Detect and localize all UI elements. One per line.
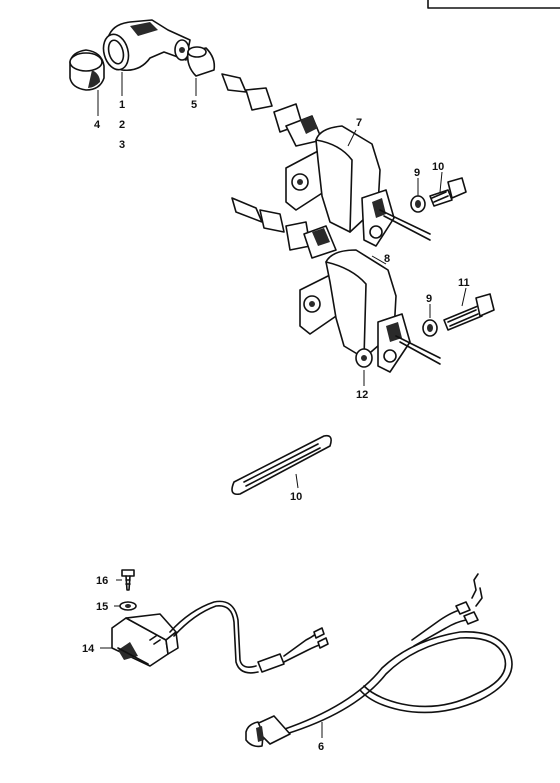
callout-13: 12 (356, 389, 368, 401)
lead-segment-upper (221, 73, 247, 93)
ignition-coil-lower (299, 249, 441, 373)
washer-lower (422, 319, 438, 337)
ignition-coil-upper (285, 125, 431, 247)
signal-unit-14 (111, 613, 179, 667)
lead-sleeve-lower (259, 209, 285, 233)
washer-upper (410, 195, 426, 213)
callout-15: 15 (96, 601, 108, 613)
cap-seal (69, 49, 105, 91)
bolt-11 (429, 177, 467, 207)
callout-6: 6 (318, 741, 324, 753)
callout-12: 11 (458, 277, 470, 289)
callout-9-upper: 9 (414, 167, 420, 179)
lead-segment-lower (231, 197, 263, 223)
callout-16: 16 (96, 575, 108, 587)
callout-3: 3 (119, 139, 125, 151)
callout-10: 10 (290, 491, 302, 503)
insulator-strip (231, 434, 332, 496)
washer-15 (119, 601, 137, 611)
bolt-12 (443, 293, 495, 331)
callout-2: 2 (119, 119, 125, 131)
callout-5: 5 (191, 99, 197, 111)
callout-8: 8 (384, 253, 390, 265)
cable-14 (169, 600, 257, 668)
callout-4: 4 (94, 119, 101, 131)
leader-lines (97, 72, 467, 738)
spark-plug-cap (102, 19, 191, 72)
callouts: 4 1 2 3 5 7 9 10 8 11 9 12 10 16 15 14 6 (82, 99, 470, 753)
callout-1: 1 (119, 99, 125, 111)
callout-14: 14 (82, 643, 95, 655)
screw-16 (121, 569, 135, 591)
cable-6 (245, 573, 513, 748)
callout-11: 10 (432, 161, 444, 173)
cable-sleeve (257, 653, 285, 673)
lead-boot (186, 46, 216, 77)
frame-corner (427, 0, 560, 9)
lead-sleeve-upper (245, 87, 273, 111)
callout-9-lower: 9 (426, 293, 432, 305)
callout-7: 7 (356, 117, 362, 129)
